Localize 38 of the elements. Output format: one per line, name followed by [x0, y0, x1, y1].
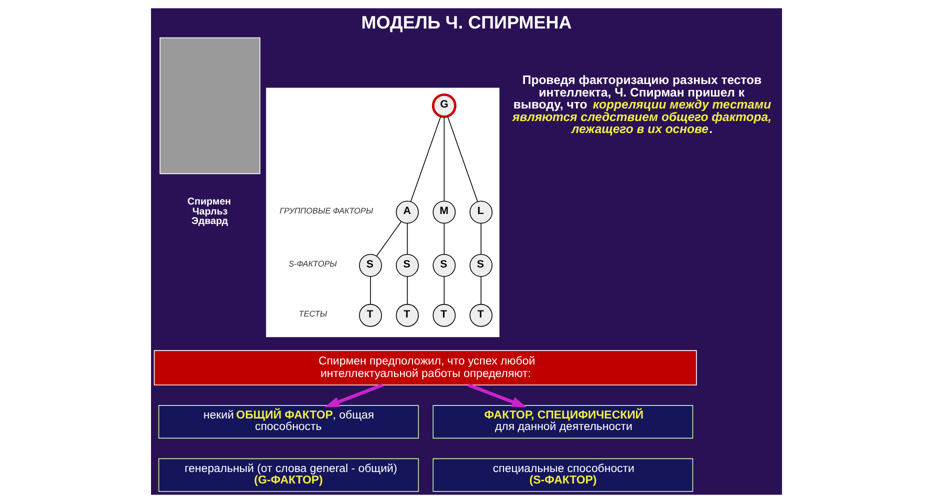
node-label: Спирмен Чарльз Эдвард — [187, 196, 232, 228]
connector — [480, 223, 482, 255]
label: Проведя факторизацию разных тестов интеллекта, Ч. Спирман пришел к выводу, что корреляции между тестами являются следствием общего фактора, лежащего в их основе. — [512, 73, 772, 136]
node-circle: S — [396, 254, 419, 277]
node-circle: G — [432, 93, 456, 118]
connector — [480, 276, 482, 304]
connector — [444, 223, 445, 255]
node-circle: T — [470, 304, 492, 327]
label: ТЕСТЫ — [298, 310, 328, 319]
arrow — [324, 384, 384, 408]
node-circle: S — [359, 254, 382, 277]
node-box: генеральный (от слова general - общий) (G-ФАКТОР) — [158, 458, 419, 492]
node-box: специальные способности (S-ФАКТОР) — [432, 458, 694, 492]
connector — [370, 276, 371, 304]
node-circle: T — [432, 304, 456, 327]
node-circle: L — [470, 200, 492, 224]
connector — [406, 276, 408, 304]
node-circle: T — [396, 304, 419, 327]
node-box — [160, 37, 260, 174]
node-circle: T — [359, 304, 382, 327]
node-box: Спирмен предположил, что успех любой интеллектуальной работы определяют: — [154, 350, 697, 386]
label: S-ФАКТОРЫ — [288, 260, 337, 269]
cluster — [266, 88, 500, 338]
connector — [444, 276, 445, 304]
node-box: ФАКТОР, СПЕЦИФИЧЕСКИЙ для данной деятельности — [432, 405, 694, 439]
diagram-title: МОДЕЛЬ Ч. СПИРМЕНА — [361, 12, 572, 32]
connector — [376, 221, 402, 256]
arrow — [468, 384, 527, 408]
node-circle: M — [432, 200, 456, 224]
node-circle: S — [470, 254, 492, 277]
node-circle: A — [396, 200, 419, 224]
connector — [444, 116, 445, 202]
connector — [406, 223, 408, 255]
connector — [410, 116, 442, 202]
connector — [447, 116, 478, 202]
node-box: некий ОБЩИЙ ФАКТОР, общая способность — [158, 405, 419, 439]
node-circle: S — [432, 254, 456, 277]
label: ГРУППОВЫЕ ФАКТОРЫ — [280, 206, 374, 216]
